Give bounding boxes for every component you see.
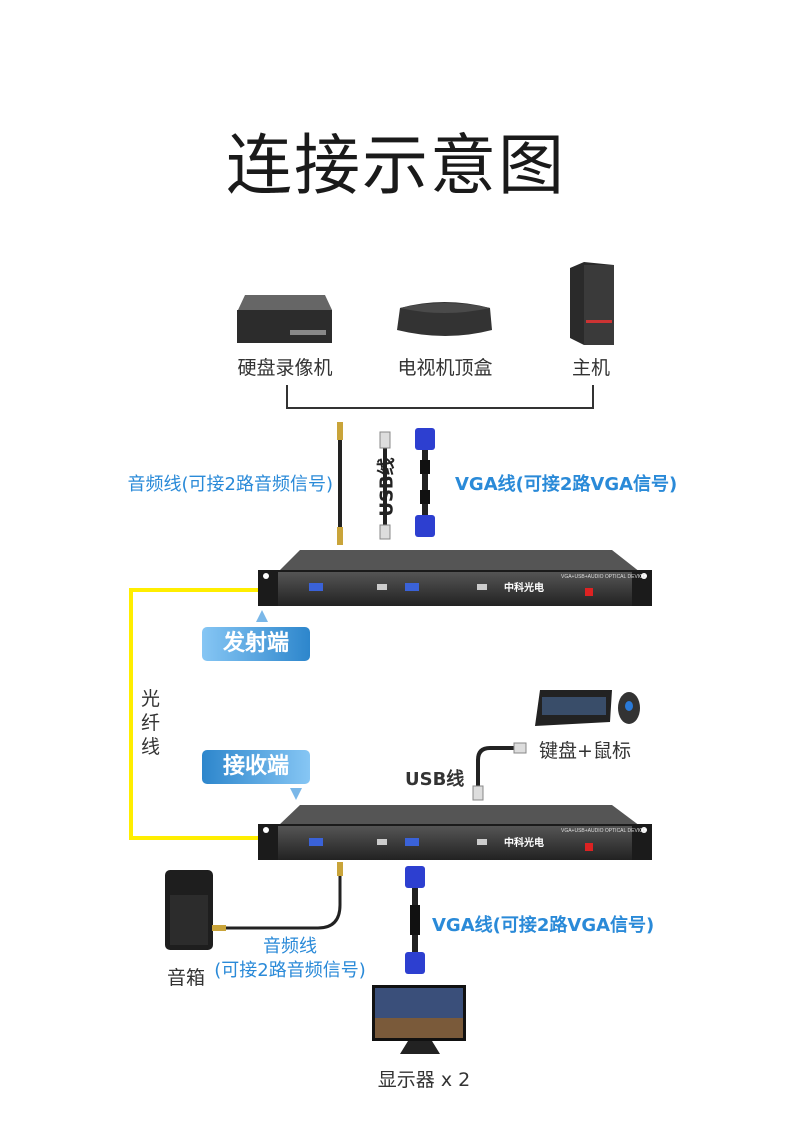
audio-plug-icon [212,925,226,931]
receiver-panel-text: VGA+USB+AUDIO OPTICAL DEVICE [561,828,647,834]
audio-cable-icon [337,422,343,545]
label-speaker: 音箱 [166,967,206,989]
receiver-badge: 接收端 [202,750,310,784]
label-vga-cable: VGA线(可接2路VGA信号) [455,474,678,495]
fiber-label-char: 线 [141,736,161,758]
label-usb-peripheral: USB线 [405,769,465,790]
transmitter-panel-text: VGA+USB+AUDIO OPTICAL DEVICE [561,574,647,580]
page-title: 连接示意图 [226,127,566,204]
fiber-optic-line [129,588,258,840]
label-audio-cable: 音频线(可接2路音频信号) [127,474,334,495]
transmitter-brand: 中科光电 [504,581,544,594]
monitor-icon [372,985,466,1054]
pc-tower-icon [570,262,614,345]
receiver-device: VGA+USB+AUDIO OPTICAL DEVICE 中科光电 [258,805,652,860]
usb-cable-icon [379,431,391,540]
label-monitor-vga-cable: VGA线(可接2路VGA信号) [432,915,655,936]
usb-plug-icon [472,785,484,801]
label-host: 主机 [571,357,611,379]
fiber-label-char: 光 [141,688,161,710]
label-monitor: 显示器 x 2 [377,1069,471,1091]
label-set-top-box: 电视机顶盒 [397,357,493,379]
speaker-icon [165,870,213,950]
audio-plug-icon [337,862,343,876]
transmitter-pointer-icon [256,610,268,622]
mouse-icon [618,692,640,724]
fiber-label-char: 纤 [141,712,161,734]
receiver-brand: 中科光电 [504,836,544,849]
dvr-icon [237,295,332,343]
transmitter-badge: 发射端 [202,627,310,661]
receiver-pointer-icon [290,788,302,800]
keyboard-icon [535,690,612,726]
fiber-label: 光 纤 线 [141,687,161,759]
monitor-vga-cable-icon [405,866,425,974]
source-bracket-line [286,385,594,409]
label-speaker-cable-note: (可接2路音频信号) [214,960,366,981]
label-dvr: 硬盘录像机 [237,357,333,379]
vga-cable-icon [415,428,435,537]
set-top-box-icon [397,302,492,336]
usb-peripheral-cable [476,746,518,790]
label-usb-cable: USB线 [376,457,398,517]
usb-plug-icon [513,742,527,754]
transmitter-device: VGA+USB+AUDIO OPTICAL DEVICE 中科光电 [258,550,652,606]
speaker-audio-cable [222,870,342,930]
label-speaker-cable: 音频线 [263,936,317,957]
label-keyboard-mouse: 键盘+鼠标 [539,740,631,762]
